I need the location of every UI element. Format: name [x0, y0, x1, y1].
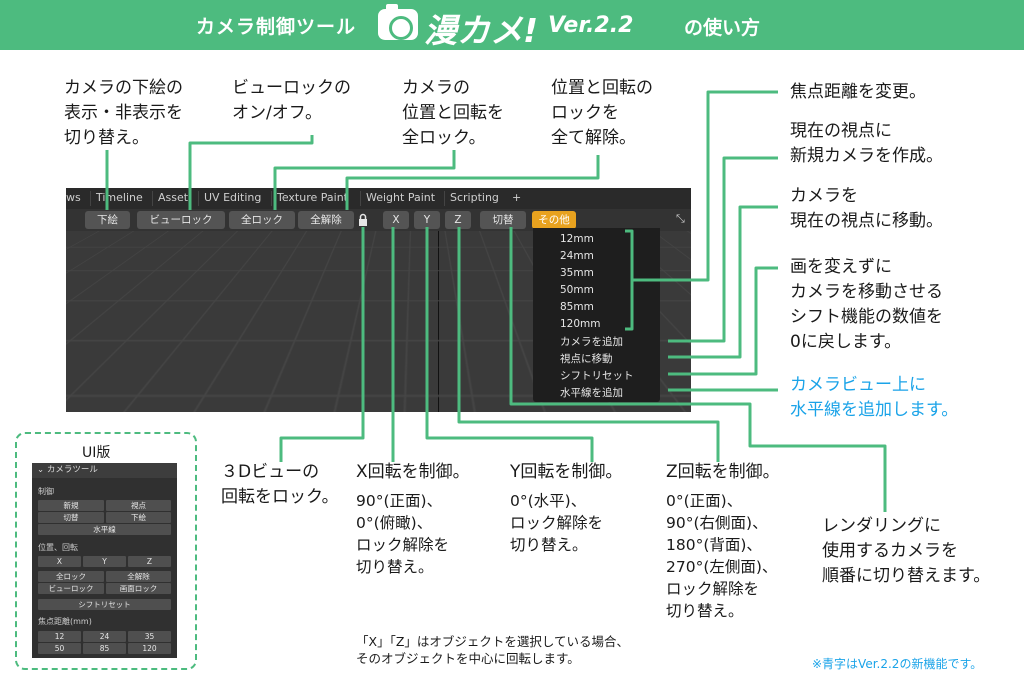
menu-item-85mm[interactable]: 85mm: [560, 301, 594, 313]
tab-weight-paint[interactable]: Weight Paint: [366, 191, 436, 204]
annotation-add-camera: 現在の視点に 新規カメラを作成。: [790, 121, 943, 166]
panel-x-button[interactable]: X: [38, 556, 81, 567]
annotation-all-lock: カメラの 位置と回転を 全ロック。: [402, 78, 504, 148]
menu-item-add-camera[interactable]: カメラを追加: [560, 336, 623, 348]
panel-focal-24-button[interactable]: 24: [83, 631, 126, 642]
annotation-shift-reset: 画を変えずに カメラを移動させる シフト機能の数値を 0に戻します。: [790, 257, 943, 352]
panel-new-button[interactable]: 新規: [38, 500, 104, 511]
tab-uv-editing[interactable]: UV Editing: [204, 191, 262, 204]
banner-tail: の使い方: [684, 17, 761, 39]
all-unlock-button[interactable]: 全解除: [298, 211, 354, 229]
tab-texture-paint[interactable]: Texture Paint: [277, 191, 348, 204]
underlay-button[interactable]: 下絵: [85, 211, 130, 229]
other-dropdown-menu: 12mm 24mm 35mm 50mm 85mm 120mm カメラを追加 視点…: [533, 228, 660, 402]
banner-version: Ver.2.2: [548, 13, 634, 38]
header-banner: [0, 0, 1024, 50]
panel-screen-lock-button[interactable]: 画面ロック: [106, 583, 171, 594]
panel-focal-12-button[interactable]: 12: [38, 631, 81, 642]
panel-underlay-button[interactable]: 下絵: [106, 512, 171, 523]
annotation-y-rotation: Y回転を制御。: [510, 462, 623, 482]
annotation-z-rotation: Z回転を制御。: [666, 462, 780, 482]
annotation-x-rotation: X回転を制御。: [356, 462, 470, 482]
panel-focal-85-button[interactable]: 85: [83, 643, 126, 654]
new-feature-note: ※青字はVer.2.2の新機能です。: [812, 657, 983, 671]
panel-header[interactable]: ⌄ カメラツール: [32, 463, 177, 478]
banner-title: 漫カメ!: [424, 11, 539, 50]
menu-item-shift-reset[interactable]: シフトリセット: [560, 370, 634, 382]
tab-scripting[interactable]: Scripting: [450, 191, 499, 204]
rotation-note: 「X」「Z」はオブジェクトを選択している場合、 そのオブジェクトを中心に回転しま…: [356, 634, 630, 666]
section-position-rotation-label: 位置、回転: [38, 543, 78, 552]
menu-item-50mm[interactable]: 50mm: [560, 284, 594, 296]
panel-focal-120-button[interactable]: 120: [128, 643, 171, 654]
chevron-down-icon: ⌄: [37, 465, 47, 475]
annotation-y-detail: 0°(水平)、 ロック解除を 切り替え。: [510, 492, 604, 554]
panel-focal-35-button[interactable]: 35: [128, 631, 171, 642]
ui-version-title: UI版: [82, 445, 111, 461]
camera-switch-button[interactable]: 切替: [480, 211, 526, 229]
panel-switch-button[interactable]: 切替: [38, 512, 104, 523]
panel-horizon-button[interactable]: 水平線: [38, 524, 171, 535]
panel-focal-50-button[interactable]: 50: [38, 643, 81, 654]
annotation-view-lock: ビューロックの オン/オフ。: [232, 78, 351, 123]
panel-view-lock-button[interactable]: ビューロック: [38, 583, 104, 594]
annotation-3d-lock: ３Dビューの 回転をロック。: [221, 462, 339, 507]
menu-item-move-to-view[interactable]: 視点に移動: [560, 353, 613, 365]
menu-item-12mm[interactable]: 12mm: [560, 233, 594, 245]
panel-all-lock-button[interactable]: 全ロック: [38, 571, 104, 582]
view-lock-button[interactable]: ビューロック: [137, 211, 225, 229]
menu-item-add-horizon[interactable]: 水平線を追加: [560, 387, 623, 399]
lock-icon[interactable]: [358, 213, 368, 227]
view-corner-icon[interactable]: ⤡: [676, 212, 685, 225]
annotation-all-unlock: 位置と回転の ロックを 全て解除。: [551, 78, 653, 148]
tab-layout[interactable]: ws: [66, 191, 81, 204]
z-rotation-button[interactable]: Z: [445, 211, 471, 229]
panel-all-unlock-button[interactable]: 全解除: [106, 571, 171, 582]
section-control-label: 制御: [38, 487, 54, 496]
annotation-z-detail: 0°(正面)、 90°(右側面)、 180°(背面)、 270°(左側面)、 ロ…: [666, 492, 778, 620]
panel-header-label: カメラツール: [46, 465, 98, 475]
banner-subtitle: カメラ制御ツール: [196, 16, 357, 38]
annotation-x-detail: 90°(正面)、 0°(俯瞰)、 ロック解除を 切り替え。: [356, 492, 450, 576]
all-lock-button[interactable]: 全ロック: [229, 211, 295, 229]
panel-y-button[interactable]: Y: [83, 556, 126, 567]
menu-item-35mm[interactable]: 35mm: [560, 267, 594, 279]
section-focal-length-label: 焦点距離(mm): [38, 617, 92, 626]
viewport-divider: [438, 231, 439, 412]
y-rotation-button[interactable]: Y: [414, 211, 440, 229]
camera-icon: [378, 4, 418, 40]
menu-item-24mm[interactable]: 24mm: [560, 250, 594, 262]
annotation-focal-length: 焦点距離を変更。: [790, 82, 926, 102]
other-menu-button[interactable]: その他: [532, 211, 576, 229]
panel-z-button[interactable]: Z: [128, 556, 171, 567]
annotation-render-camera: レンダリングに 使用するカメラを 順番に切り替えます。: [822, 516, 991, 586]
workspace-tabbar: ws Timeline Asset UV Editing Texture Pai…: [66, 188, 691, 209]
camera-tool-panel: ⌄ カメラツール 制御 新規 視点 切替 下絵 水平線 位置、回転 X Y Z …: [32, 463, 177, 658]
tab-asset[interactable]: Asset: [158, 191, 189, 204]
annotation-move-to-view: カメラを 現在の視点に移動。: [790, 186, 943, 231]
menu-item-120mm[interactable]: 120mm: [560, 318, 601, 330]
panel-shift-reset-button[interactable]: シフトリセット: [38, 599, 171, 610]
panel-viewpoint-button[interactable]: 視点: [106, 500, 171, 511]
add-tab-button[interactable]: +: [512, 191, 522, 204]
ui-version-frame: [15, 432, 197, 670]
annotation-underlay: カメラの下絵の 表示・非表示を 切り替え。: [64, 78, 183, 148]
annotation-add-horizon: カメラビュー上に 水平線を追加します。: [790, 375, 959, 420]
x-rotation-button[interactable]: X: [383, 211, 409, 229]
